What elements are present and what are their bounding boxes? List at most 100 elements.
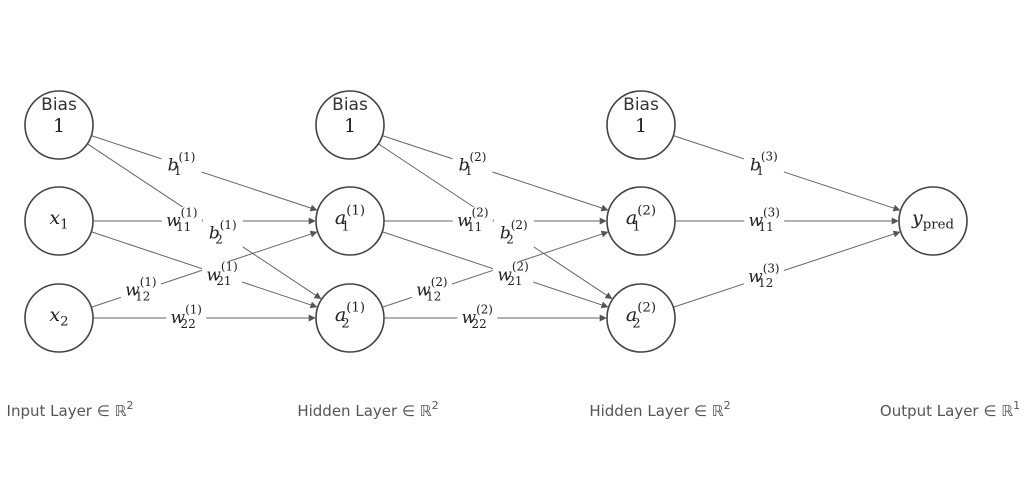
layer-label-dim: 2 — [724, 399, 731, 412]
node-label-a11-sub: 1 — [341, 219, 349, 234]
node-circle — [606, 186, 676, 256]
node-label-x2: x2 — [49, 304, 68, 329]
layer-label-dim: 1 — [1013, 399, 1020, 412]
edge-label-bias1-a11-sup: (1) — [179, 150, 196, 164]
edge-label-bias2-a12: b(2)1 — [459, 150, 487, 178]
node-label-a21: a(1)2 — [335, 300, 365, 331]
node-circle — [24, 90, 94, 160]
node-label-a11: a(1)1 — [335, 203, 365, 234]
node-a11: a(1)1 — [315, 186, 385, 256]
edge-label-bias3-ypred-sup: (3) — [761, 150, 778, 164]
node-label-x1-sub: 1 — [60, 217, 68, 232]
node-circle — [24, 186, 94, 256]
layer-label-text: Hidden Layer ∈ ℝ — [297, 402, 431, 420]
edge-label-x1-a11-base: w — [166, 211, 181, 231]
edge-label-bg — [161, 151, 202, 180]
edge-label-bias1-a21: b(1)2 — [209, 218, 237, 246]
edge-label-x2-a11-base: w — [125, 280, 140, 300]
edge-label-bias1-a21-sup: (1) — [220, 218, 237, 232]
edge-label-x2-a11-sub: 12 — [135, 290, 150, 304]
edge-a22-ypred — [673, 230, 901, 308]
bias-value: 1 — [53, 115, 65, 137]
edge-label-bg — [120, 276, 161, 305]
edge-label-x2-a11-sup: (1) — [140, 275, 157, 289]
node-label-a21-base: a — [335, 304, 346, 326]
node-label-a22-sub: 2 — [632, 316, 640, 331]
edge-label-bias3-ypred-sub: 1 — [756, 164, 764, 178]
edge-label-bias3-ypred-base: b — [750, 155, 761, 175]
bias-word: Bias — [332, 95, 368, 115]
edge-label-x1-a21: w(1)21 — [206, 260, 237, 288]
bias-value: 1 — [344, 115, 356, 137]
edge-bias1-a11 — [91, 135, 318, 212]
edge-label-a12-ypred-base: w — [748, 211, 763, 231]
edge-label-bg — [161, 207, 202, 235]
node-circle — [315, 186, 385, 256]
edge-label-bg — [452, 151, 493, 180]
edge-label-x2-a21: w(1)22 — [171, 302, 202, 330]
layer-label-3: Output Layer ∈ ℝ1 — [880, 399, 1020, 420]
layer-label-text: Hidden Layer ∈ ℝ — [589, 402, 723, 420]
edge-label-a21-a22-base: w — [462, 308, 477, 328]
node-label-a22-sup: (2) — [637, 300, 656, 315]
edge-label-bias2-a12-sub: 1 — [465, 164, 473, 178]
node-label-x1-base: x — [49, 207, 60, 229]
edge-label-x1-a21-sup: (1) — [221, 260, 238, 274]
edge-label-bias1-a21-sub: 2 — [215, 232, 223, 246]
layer-label-dim: 2 — [126, 399, 133, 412]
layer-label-1: Hidden Layer ∈ ℝ2 — [297, 399, 438, 420]
node-circle — [606, 90, 676, 160]
edge-label-a21-a22: w(2)22 — [462, 302, 493, 330]
edge-label-a21-a22-sub: 22 — [472, 317, 487, 331]
layer-label-0: Input Layer ∈ ℝ2 — [7, 399, 134, 420]
node-label-a21-sup: (1) — [346, 300, 365, 315]
edge-label-a22-ypred-sub: 12 — [758, 276, 773, 290]
edge-label-x1-a11-sup: (1) — [181, 205, 198, 219]
edge-label-a21-a12-sup: (2) — [431, 275, 448, 289]
node-a22: a(2)2 — [606, 283, 676, 353]
edge-label-a11-a12-base: w — [457, 211, 472, 231]
bias-word: Bias — [41, 95, 77, 115]
bias-word: Bias — [623, 95, 659, 115]
node-label-ypred-base: y — [911, 207, 923, 229]
edge-label-a22-ypred-sup: (3) — [763, 262, 780, 276]
node-circle — [898, 186, 968, 256]
node-label-a12-base: a — [626, 207, 637, 229]
node-label-ypred-sub: pred — [923, 217, 955, 232]
edge-bias2-a12 — [382, 135, 609, 212]
edge-label-bias2-a12-base: b — [459, 155, 470, 175]
edge-label-a11-a22-sup: (2) — [512, 260, 529, 274]
edge-label-x2-a21-base: w — [171, 308, 186, 328]
edge-label-x1-a21-base: w — [206, 265, 221, 285]
node-label-a22: a(2)2 — [626, 300, 656, 331]
edge-label-bias1-a21-base: b — [209, 223, 220, 243]
node-x1: x1 — [24, 186, 94, 256]
node-circle — [606, 283, 676, 353]
node-a12: a(2)1 — [606, 186, 676, 256]
edge-label-x2-a21-sub: 22 — [181, 317, 196, 331]
node-label-x2-sub: 2 — [60, 314, 68, 329]
edge-label-x1-a21-sub: 21 — [216, 274, 231, 288]
edge-label-bg — [493, 219, 534, 248]
node-label-a11-sup: (1) — [346, 203, 365, 218]
nodes: Bias1x1x2Bias1a(1)1a(1)2Bias1a(2)1a(2)2y… — [24, 90, 968, 353]
edge-label-a12-ypred: w(3)11 — [748, 205, 779, 233]
edge-label-a11-a12: w(2)11 — [457, 205, 488, 233]
edge-labels: b(1)1b(1)2w(1)11w(1)21w(1)12w(1)22b(2)1b… — [120, 150, 785, 332]
edge-label-bg — [202, 261, 243, 290]
edge-label-bias1-a11: b(1)1 — [168, 150, 196, 178]
edge-label-bias1-a11-sub: 1 — [174, 164, 182, 178]
node-label-x1: x1 — [49, 207, 68, 232]
node-label-x2-base: x — [49, 304, 60, 326]
node-circle — [24, 283, 94, 353]
node-label-a22-base: a — [626, 304, 637, 326]
edge-label-a22-ypred: w(3)12 — [748, 262, 779, 290]
edge-label-x2-a11: w(1)12 — [125, 275, 156, 303]
node-circle — [315, 90, 385, 160]
layer-label-2: Hidden Layer ∈ ℝ2 — [589, 399, 730, 420]
edge-label-bias2-a12-sup: (2) — [470, 150, 487, 164]
